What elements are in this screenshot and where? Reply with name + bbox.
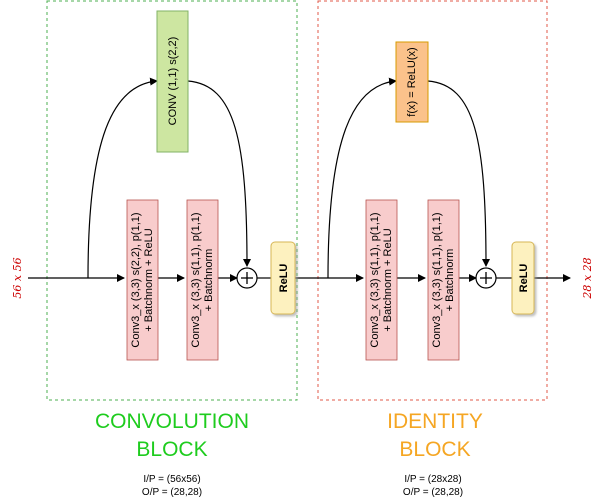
conv-layer1-line1: Conv3_x (3,3) s(2,2), p(1,1) [130, 212, 142, 347]
identity-shortcut-in-curve [327, 77, 397, 279]
identity-block-title-line2: BLOCK [399, 438, 470, 461]
conv-relu-label: ReLU [278, 264, 290, 293]
identity-relu-box: ReLU [511, 241, 535, 315]
convolution-block-frame [46, 0, 298, 401]
identity-layer1-box: Conv3_x (3,3) s(1,1), p(1,1) + Batchnorm… [365, 199, 398, 361]
identity-layer2-line2: + Batchnorm [444, 249, 456, 312]
conv-shortcut-in-curve [87, 77, 158, 279]
identity-shortcut-box: f(x) = ReLU(x) [395, 41, 429, 123]
identity-add-node [475, 267, 497, 289]
identity-block-output-spec: O/P = (28,28) [403, 487, 463, 498]
conv-layer1-line2: + Batchnorm + ReLU [143, 228, 155, 331]
conv-relu-box: ReLU [270, 241, 296, 315]
identity-block-input-spec: I/P = (28x28) [404, 474, 461, 485]
conv-layer2-line2: + Batchnorm [203, 249, 215, 312]
input-dim-label: 56 x 56 [11, 257, 24, 298]
identity-layer1-line2: + Batchnorm + ReLU [382, 228, 394, 331]
identity-relu-label: ReLU [518, 264, 530, 293]
conv-block-input-spec: I/P = (56x56) [143, 474, 200, 485]
conv-add-node [236, 267, 258, 289]
conv-block-output-spec: O/P = (28,28) [142, 487, 202, 498]
identity-shortcut-label: f(x) = ReLU(x) [406, 47, 418, 116]
conv-shortcut-out-curve [187, 80, 251, 267]
output-dim-label: 28 x 28 [581, 257, 594, 299]
conv-block-title-line2: BLOCK [136, 438, 207, 461]
conv-block-title-line1: CONVOLUTION [95, 410, 249, 433]
conv-layer2-line1: Conv3_x (3,3) s(1,1), p(1,1) [190, 212, 202, 347]
identity-layer1-line1: Conv3_x (3,3) s(1,1), p(1,1) [369, 212, 381, 347]
identity-layer2-box: Conv3_x (3,3) s(1,1), p(1,1) + Batchnorm [427, 199, 460, 361]
identity-layer2-line1: Conv3_x (3,3) s(1,1), p(1,1) [431, 212, 443, 347]
identity-block-title-line1: IDENTITY [387, 410, 483, 433]
conv-layer2-box: Conv3_x (3,3) s(1,1), p(1,1) + Batchnorm [186, 199, 219, 361]
conv-layer1-box: Conv3_x (3,3) s(2,2), p(1,1) + Batchnorm… [126, 199, 159, 361]
identity-block-frame [317, 0, 548, 401]
conv-shortcut-box: CONV (1,1) s(2,2) [156, 10, 189, 153]
conv-shortcut-label: CONV (1,1) s(2,2) [167, 37, 179, 126]
identity-shortcut-out-curve [427, 80, 490, 267]
